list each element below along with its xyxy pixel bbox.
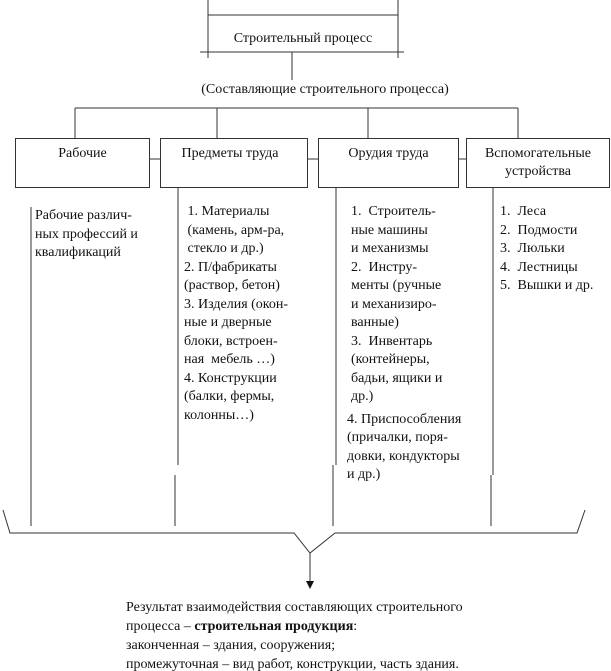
column-line-text: 2. Инстру-: [351, 259, 418, 275]
column-line-text: колонны…): [184, 407, 254, 423]
result-suffix: :: [353, 619, 358, 634]
column-line-text: (балки, фермы,: [184, 389, 275, 404]
column-line-text: 3. Люльки: [500, 241, 565, 256]
column-line-text: довки, кондукторы: [347, 448, 460, 464]
box-workers: Рабочие: [15, 138, 150, 188]
column-line-text: (причалки, поря-: [347, 430, 448, 445]
column-line-text: 1. Материалы: [184, 204, 270, 219]
box-tools-of-labor: Орудия труда: [318, 138, 459, 188]
column-line-text: и механизиро-: [351, 296, 437, 312]
result-line: промежуточная – вид работ, конструкции, …: [126, 657, 459, 671]
column-line-text: 1. Леса: [500, 204, 547, 219]
bracket: [2, 509, 586, 554]
column-line-text: 3. Изделия (окон-: [184, 296, 289, 312]
column-workers: Рабочие различ-ных профессий и квалификац…: [35, 207, 138, 263]
column-line-text: стекло и др.): [184, 241, 264, 256]
box-auxiliary-devices: Вспомогательные устройства: [466, 138, 610, 188]
box-label: Орудия труда: [348, 146, 429, 161]
column-line-text: 2. П/фабрикаты: [184, 259, 277, 275]
result-text: Результат взаимодействия составляющих ст…: [126, 598, 463, 671]
box-label: Вспомогательные устройства: [484, 146, 592, 179]
column-line-text: блоки, встроен-: [184, 333, 278, 349]
box-label: Рабочие: [58, 146, 107, 161]
column-line-text: 4. Конструкции: [184, 370, 277, 386]
column-line-text: ные машины: [351, 222, 428, 238]
column-line-text: 1. Строитель-: [351, 204, 436, 219]
box-label: Предметы труда: [181, 146, 279, 161]
result-line: Результат взаимодействия составляющих ст…: [126, 600, 463, 615]
column-line-text: (раствор, бетон): [184, 278, 280, 293]
column-line-text: ные и дверные: [184, 315, 272, 330]
arrow-head: [306, 581, 314, 589]
column-line-text: 2. Подмости: [500, 222, 578, 238]
result-prefix: процесса –: [126, 619, 195, 634]
column-line-text: ванные): [351, 315, 399, 330]
column-line-text: 3. Инвентарь: [351, 333, 433, 349]
column-line-text: и механизмы: [351, 241, 429, 256]
column-auxiliary-devices: 1. Леса 2. Подмости 3. Люльки 4. Лестницы 5.…: [500, 203, 593, 296]
result-bold-term: строительная продукция: [194, 619, 354, 634]
column-line-text: (контейнеры,: [351, 352, 430, 367]
column-line-text: ных профессий и: [35, 226, 138, 242]
column-line-text: 5. Вышки и др.: [500, 278, 594, 293]
column-line-text: бадьи, ящики и: [351, 370, 443, 386]
box-objects-of-labor: Предметы труда: [160, 138, 308, 188]
column-line-text: 4. Лестницы: [500, 259, 578, 275]
column-line-text: менты (ручные: [351, 278, 442, 293]
column-line-text: (камень, арм-ра,: [184, 222, 285, 238]
result-line: процесса – строительная продукция:: [126, 617, 463, 636]
column-tools-of-labor: 1. Строитель-ные машины и механизмы 2. Инс…: [347, 203, 461, 485]
column-line-text: др.): [351, 389, 374, 404]
column-line-text: квалификаций: [35, 245, 121, 260]
title: Строительный процесс: [233, 31, 373, 46]
result-line: законченная – здания, сооружения;: [126, 638, 336, 653]
column-line-text: ная мебель …): [184, 352, 275, 367]
subtitle: (Составляющие строительного процесса): [201, 82, 449, 97]
column-line-text: и др.): [347, 467, 381, 482]
column-objects-of-labor: 1. Материалы (камень, арм-ра, стекло и д…: [184, 203, 288, 425]
column-line-text: 4. Приспособления: [347, 411, 462, 427]
column-line-text: Рабочие различ-: [35, 208, 132, 223]
